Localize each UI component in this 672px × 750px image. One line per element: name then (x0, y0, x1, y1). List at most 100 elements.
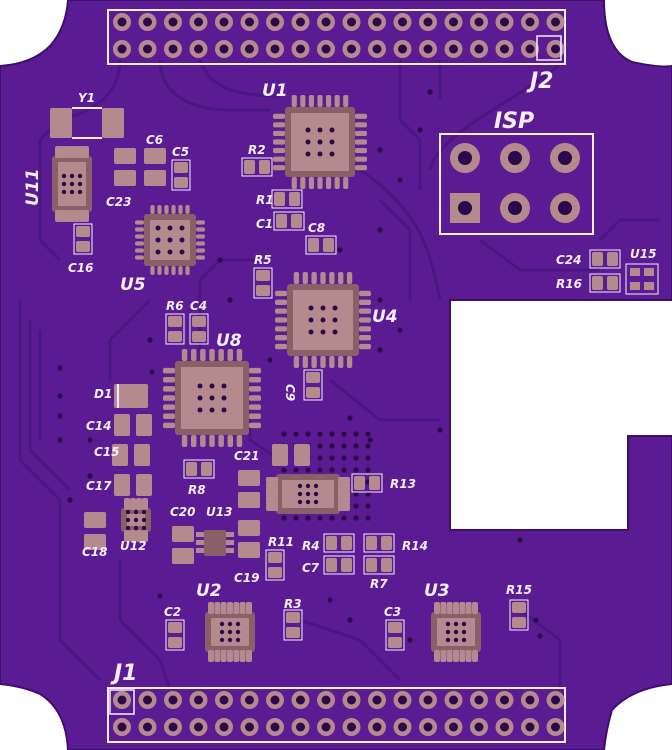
header-pin-hole (219, 44, 229, 54)
u3-chip-via (453, 629, 459, 635)
label-u2: U2 (196, 581, 222, 601)
c15-part-pad (134, 444, 150, 466)
r13-part-pad (369, 476, 380, 490)
u5-chip-via (167, 225, 173, 231)
u5-chip-pin (150, 266, 155, 275)
header-pin-hole (500, 722, 509, 732)
u12-chip-via (125, 525, 131, 531)
via (57, 413, 63, 419)
c20-part (172, 526, 194, 564)
r16-part-pad (607, 276, 618, 290)
header-pin-hole (296, 44, 305, 54)
u4-chip-via (308, 317, 314, 323)
c8-part-outline (305, 235, 337, 255)
u4-chip-pin (359, 299, 371, 305)
u10-chip-pin (338, 477, 350, 483)
u1-chip-pin (355, 122, 367, 128)
u2-chip-pin (246, 650, 252, 662)
via (417, 127, 423, 133)
r14-part-pad (366, 536, 377, 550)
via (407, 637, 413, 643)
r5-part-outline (253, 267, 273, 299)
header-pin-hole (219, 695, 229, 705)
u1-chip-pin (334, 177, 340, 189)
u12-chip-pin (124, 498, 130, 510)
isp-pin-hole (558, 201, 572, 215)
via (365, 467, 371, 473)
u4-chip-pin (346, 272, 353, 284)
r3-part-pad (286, 612, 300, 623)
via (377, 347, 383, 353)
u3-chip-pin (440, 602, 447, 614)
header-pin-hole (245, 722, 254, 732)
u13-pin (226, 548, 234, 553)
u8-chip-via (209, 395, 215, 401)
header-pin-hole (143, 695, 152, 705)
u5-chip-via (155, 237, 161, 243)
u12-chip-via (141, 509, 147, 515)
u4-chip-pin (320, 272, 326, 284)
r7-part-outline (363, 555, 395, 575)
trace (479, 238, 600, 272)
header-pin-hole (194, 44, 203, 54)
via (57, 365, 63, 371)
r5-part-pad (256, 285, 270, 296)
via (281, 467, 287, 473)
r14-part-outline (363, 533, 395, 553)
c20-part-pad (172, 548, 194, 564)
u5-chip-pin (171, 205, 176, 214)
via (397, 327, 403, 333)
u2-chip-pin (233, 602, 240, 614)
r11-part (265, 549, 285, 581)
c6-part-pad (144, 170, 166, 186)
via (329, 467, 335, 473)
u1-chip-pin (343, 177, 349, 189)
u5-chip-pin (171, 266, 176, 275)
u12-chip-via (133, 525, 139, 531)
u1-chip-pin (300, 95, 306, 107)
c16-part-outline (73, 223, 93, 255)
u8-chip-pin (181, 349, 188, 361)
c9-part-outline (303, 369, 323, 401)
c24-part-pad (592, 252, 603, 266)
u2-chip-pin (220, 650, 227, 662)
u1-chip-pin (355, 113, 367, 119)
header-pin-hole (321, 44, 331, 54)
u4-chip-pin (311, 272, 317, 284)
isp-pin-hole (508, 201, 522, 215)
d1-pad (114, 384, 148, 408)
trace (329, 378, 440, 422)
via (147, 337, 153, 343)
r1-part (271, 189, 303, 209)
header-pin-hole (398, 17, 407, 27)
label-r14: R14 (402, 539, 428, 553)
u11-chip-pin (64, 210, 71, 222)
u1-chip-pin (308, 177, 314, 189)
u15-pad (630, 268, 640, 276)
u13-chip (196, 530, 234, 556)
c1-part-outline (273, 211, 305, 231)
u2-chip-pin (220, 602, 227, 614)
u5-chip-pin (196, 227, 205, 232)
u5-chip-pin (135, 241, 144, 246)
c14-part-pad (114, 414, 130, 436)
label-u4: U4 (372, 307, 398, 327)
header-pin-hole (372, 695, 382, 705)
y1-pad (102, 108, 124, 138)
isp-pin-array (450, 143, 580, 223)
header-pin-hole (143, 44, 152, 54)
u12-chip-via (141, 517, 147, 523)
label-c23: C23 (106, 195, 132, 209)
u8-chip-pin (236, 435, 243, 447)
u10-chip-via (313, 491, 319, 497)
u2-chip-pin (239, 650, 246, 662)
u4-chip-pin (359, 317, 371, 323)
u3-chip-via (453, 637, 459, 643)
header-pin-hole (449, 695, 458, 705)
u4-chip-pin (275, 290, 287, 297)
u8-chip-pin (163, 404, 175, 410)
c4-part (189, 313, 209, 345)
r16-part-pad (592, 276, 603, 290)
header-pin-hole (117, 17, 127, 27)
u13-pin (226, 540, 234, 545)
